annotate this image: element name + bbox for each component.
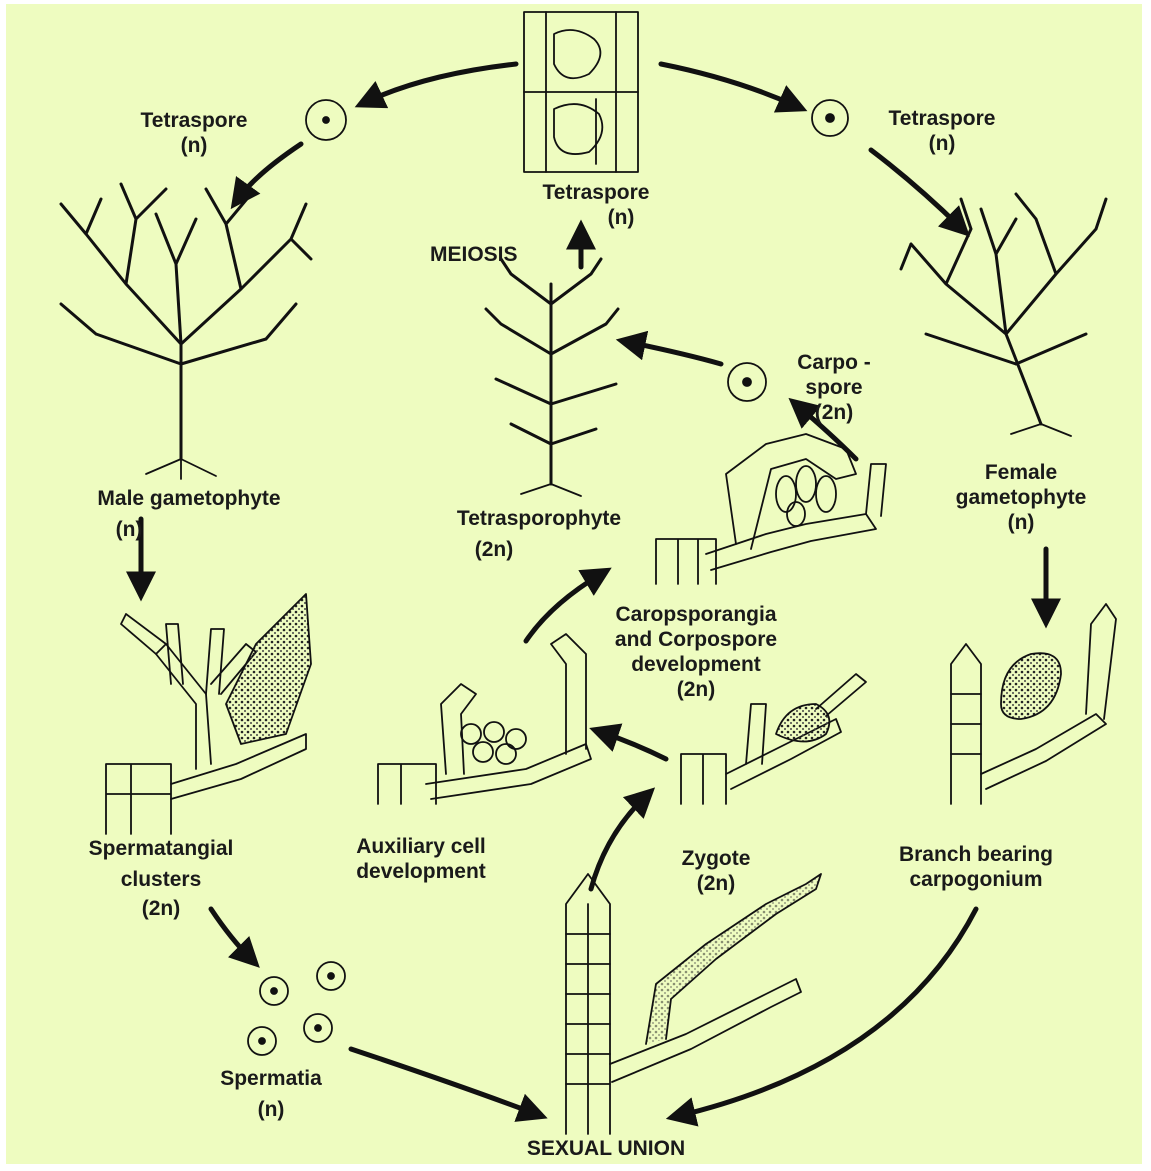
label-line: gametophyte bbox=[936, 485, 1106, 510]
arrow-to-female-gametophyte bbox=[871, 150, 961, 228]
label-meiosis: MEIOSIS bbox=[430, 242, 518, 267]
label-auxiliary: Auxiliary cell development bbox=[306, 834, 536, 884]
label-line: Carpo - bbox=[784, 350, 884, 375]
arrow-to-right-tetraspore bbox=[661, 64, 796, 106]
carpospore-cell bbox=[728, 363, 766, 401]
arrow-to-tetrasporophyte bbox=[628, 342, 721, 364]
label-line: Zygote bbox=[656, 846, 776, 871]
label-female-gametophyte: Female gametophyte (n) bbox=[936, 460, 1106, 535]
label-sexual-union: SEXUAL UNION bbox=[476, 1136, 736, 1161]
label-line: (n) bbox=[124, 133, 264, 158]
label-carposporangia: Caropsporangia and Corpospore developmen… bbox=[566, 602, 826, 702]
label-line: and Corpospore bbox=[566, 627, 826, 652]
label-line: (2n) bbox=[404, 537, 674, 562]
label-line: Branch bearing bbox=[861, 842, 1091, 867]
arrow-to-left-tetraspore bbox=[366, 64, 516, 102]
label-line: Tetraspore bbox=[526, 180, 666, 205]
spermatia-cells bbox=[248, 962, 345, 1055]
auxiliary-cell-drawing bbox=[378, 634, 591, 804]
label-line: (n) bbox=[936, 510, 1106, 535]
tetraspore-filament bbox=[524, 12, 638, 172]
label-line: development bbox=[306, 859, 536, 884]
label-spermatangial: Spermatangial clusters (2n) bbox=[46, 836, 276, 921]
label-tetrasporophyte: Tetrasporophyte (2n) bbox=[404, 506, 674, 562]
sexual-union-drawing bbox=[566, 874, 821, 1134]
label-line: (n) bbox=[44, 517, 334, 542]
label-line: Tetraspore bbox=[124, 108, 264, 133]
label-carpospore: Carpo - spore (2n) bbox=[784, 350, 884, 425]
male-gametophyte-tree bbox=[61, 184, 311, 479]
label-line: (2n) bbox=[566, 677, 826, 702]
label-line: Caropsporangia bbox=[566, 602, 826, 627]
arrow-zygote-to-auxiliary bbox=[601, 732, 666, 759]
spermatangial-branch bbox=[106, 594, 311, 834]
label-line: spore bbox=[784, 375, 884, 400]
label-line: Female bbox=[936, 460, 1106, 485]
label-line: (2n) bbox=[784, 400, 884, 425]
label-line: (2n) bbox=[46, 896, 276, 921]
label-line: (n) bbox=[872, 131, 1012, 156]
label-tetraspore-top: Tetraspore (n) bbox=[526, 180, 666, 230]
label-branch-carpogonium: Branch bearing carpogonium bbox=[861, 842, 1091, 892]
label-line: Tetraspore bbox=[872, 106, 1012, 131]
label-line: development bbox=[566, 652, 826, 677]
tetrasporophyte-tree bbox=[486, 259, 618, 496]
label-line: (2n) bbox=[656, 871, 776, 896]
label-line: clusters bbox=[46, 867, 276, 892]
female-gametophyte-tree bbox=[901, 194, 1106, 436]
label-line: Auxiliary cell bbox=[306, 834, 536, 859]
label-line: Tetrasporophyte bbox=[404, 506, 674, 531]
label-line: (n) bbox=[526, 205, 666, 230]
tetraspore-cell-left bbox=[306, 100, 346, 140]
diagram-canvas: Tetraspore (n) Tetraspore (n) Tetraspore… bbox=[6, 4, 1142, 1164]
arrow-spermatia-to-union bbox=[351, 1049, 536, 1114]
label-line: Spermatia bbox=[206, 1066, 336, 1091]
label-spermatia: Spermatia (n) bbox=[206, 1066, 336, 1122]
label-tetraspore-left: Tetraspore (n) bbox=[124, 108, 264, 158]
label-line: Spermatangial bbox=[46, 836, 276, 861]
tetraspore-cell-right bbox=[812, 100, 848, 136]
arrow-union-to-zygote bbox=[591, 796, 646, 889]
label-male-gametophyte: Male gametophyte (n) bbox=[44, 486, 334, 542]
label-line: (n) bbox=[206, 1097, 336, 1122]
label-line: carpogonium bbox=[861, 867, 1091, 892]
label-zygote: Zygote (2n) bbox=[656, 846, 776, 896]
carpogonium-drawing bbox=[951, 604, 1116, 804]
label-tetraspore-right: Tetraspore (n) bbox=[872, 106, 1012, 156]
label-line: Male gametophyte bbox=[44, 486, 334, 511]
life-cycle-illustration bbox=[6, 4, 1142, 1164]
